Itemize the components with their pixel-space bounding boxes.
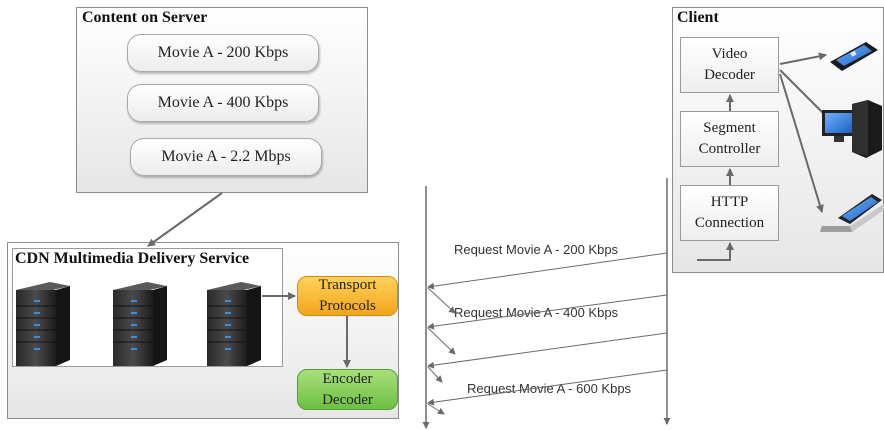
client-title: Client: [677, 9, 719, 26]
transport-line2: Protocols: [319, 298, 376, 314]
decoder-to-tablet-arrow: [779, 52, 827, 65]
server-rack-icon-1: [16, 282, 70, 366]
response-arrow-1: [427, 287, 456, 314]
video-decoder-line1: Video: [711, 46, 748, 62]
server-to-cdn-arrow: [147, 192, 223, 247]
segment-controller-box: Segment Controller: [680, 111, 779, 167]
transport-protocols-box: Transport Protocols: [297, 276, 398, 316]
desktop-icon: [822, 100, 882, 158]
http-connection-line2: Connection: [694, 215, 765, 231]
server-rack-icon-3: [207, 282, 261, 366]
transport-line1: Transport: [318, 277, 377, 293]
response-arrow-3: [427, 366, 443, 383]
codec-line1: Encoder: [322, 370, 373, 387]
http-connection-box: HTTP Connection: [680, 185, 779, 241]
cdn-title: CDN Multimedia Delivery Service: [15, 250, 250, 267]
movie-400-item: Movie A - 400 Kbps: [127, 84, 319, 122]
response-arrow-2: [427, 327, 456, 355]
http-input-arrow: [697, 242, 734, 261]
segment-controller-line1: Segment: [703, 120, 756, 136]
server-rack-icon-2: [113, 282, 167, 366]
segment-controller-line2: Controller: [698, 141, 761, 157]
decoder-to-laptop-arrow: [779, 73, 824, 213]
tablet-icon: [830, 42, 878, 71]
request-arrow-400: [427, 294, 668, 330]
movie-2200-item: Movie A - 2.2 Mbps: [130, 138, 322, 176]
video-decoder-box: Video Decoder: [680, 37, 779, 93]
request-arrow-4: [427, 369, 668, 406]
video-decoder-line2: Decoder: [704, 67, 755, 83]
movie-200-item: Movie A - 200 Kbps: [127, 34, 319, 72]
request-label-200: Request Movie A - 200 Kbps: [454, 242, 619, 257]
response-arrow-4: [427, 403, 445, 415]
encoder-decoder-box: Encoder Decoder: [297, 369, 398, 410]
http-connection-line1: HTTP: [710, 194, 749, 210]
laptop-icon: [820, 194, 884, 232]
content-server-title: Content on Server: [82, 9, 208, 26]
codec-line2: Decoder: [322, 391, 373, 408]
request-arrow-600: [427, 332, 668, 369]
request-arrow-200: [427, 252, 668, 290]
